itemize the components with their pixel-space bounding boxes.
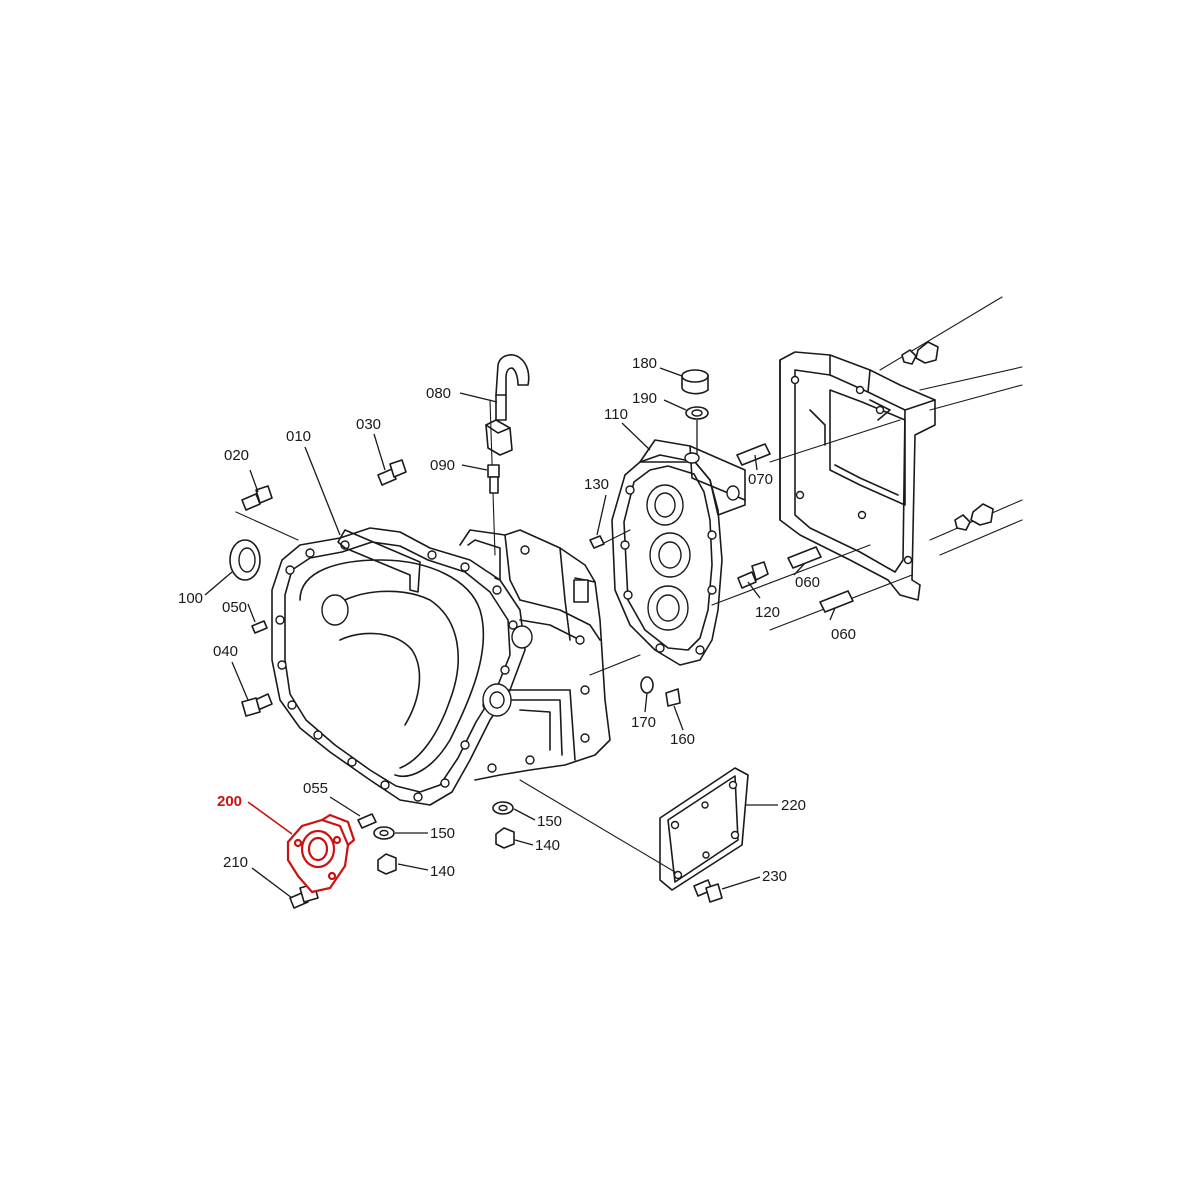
label-150-a: 150 [430, 825, 455, 842]
bolt-030 [377, 459, 407, 486]
label-210: 210 [223, 854, 248, 871]
label-100: 100 [178, 590, 203, 607]
leader-lines [204, 367, 836, 899]
support-frame [779, 341, 994, 601]
label-170: 170 [631, 714, 656, 731]
washer-150-a [373, 826, 395, 840]
label-120: 120 [755, 604, 780, 621]
fitting-090 [487, 464, 500, 494]
label-040: 040 [213, 643, 238, 660]
label-180: 180 [632, 355, 657, 372]
bearing-holder-200-highlighted [286, 813, 356, 894]
stud-060-b [819, 590, 854, 613]
label-220: 220 [781, 797, 806, 814]
nut-140-a [377, 853, 397, 875]
part-labels: 010 020 030 080 090 100 050 040 130 110 … [178, 355, 856, 885]
stud-060-a [787, 546, 822, 569]
clutch-housing-010 [271, 527, 611, 806]
label-055: 055 [303, 780, 328, 797]
washer-150-b [492, 801, 514, 815]
label-030: 030 [356, 416, 381, 433]
pin-130 [589, 535, 605, 549]
label-020: 020 [224, 447, 249, 464]
label-200-highlighted: 200 [217, 793, 242, 810]
bolt-160 [665, 688, 681, 707]
label-190: 190 [632, 390, 657, 407]
plug-180 [681, 369, 709, 395]
washer-190 [685, 406, 709, 420]
label-090: 090 [430, 457, 455, 474]
label-070: 070 [748, 471, 773, 488]
label-160: 160 [670, 731, 695, 748]
flange-bolt-holes [275, 540, 518, 802]
label-130: 130 [584, 476, 609, 493]
label-140-b: 140 [535, 837, 560, 854]
label-060-b: 060 [831, 626, 856, 643]
label-230: 230 [762, 868, 787, 885]
side-cover-220 [659, 767, 749, 891]
oil-seal-100 [229, 539, 261, 581]
stud-070 [736, 443, 771, 466]
washer-170 [640, 676, 654, 694]
label-140-a: 140 [430, 863, 455, 880]
label-110: 110 [604, 406, 628, 423]
label-060-a: 060 [795, 574, 820, 591]
pin-055 [357, 813, 377, 829]
label-010: 010 [286, 428, 311, 445]
cover-plate-110 [611, 439, 746, 666]
label-080: 080 [426, 385, 451, 402]
pin-050 [251, 620, 268, 634]
bolt-020 [241, 485, 273, 511]
bolt-040 [241, 693, 273, 717]
bolt-120 [737, 561, 769, 589]
label-050: 050 [222, 599, 247, 616]
bolt-230 [693, 879, 723, 903]
nut-140-b [495, 827, 515, 849]
label-150-b: 150 [537, 813, 562, 830]
tube-080 [485, 354, 530, 456]
guide-lines [235, 296, 1023, 876]
